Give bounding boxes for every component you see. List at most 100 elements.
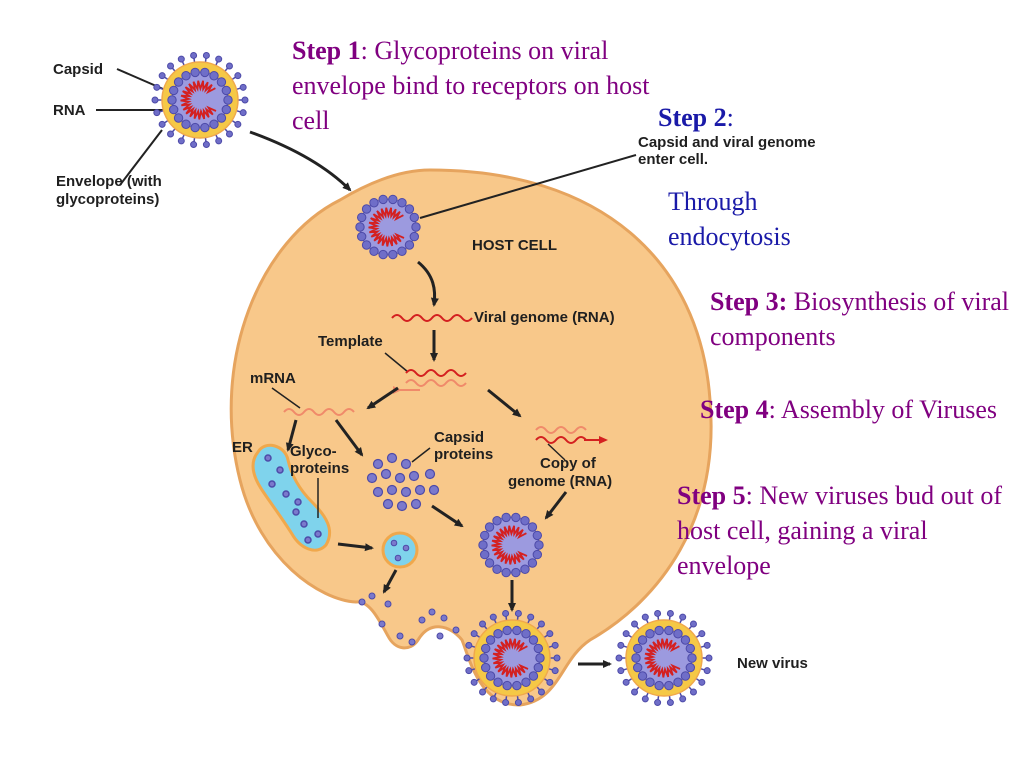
- step2-text: Step 2:: [658, 100, 734, 135]
- template-strand-red: [405, 369, 467, 377]
- capsid-protein-cluster: [366, 452, 440, 512]
- glycoprotein-knob: [158, 120, 166, 128]
- host-cell: [229, 168, 713, 707]
- capsomere: [404, 240, 415, 250]
- capsomere: [485, 635, 496, 645]
- capsomere: [520, 564, 530, 574]
- glycoprotein-knob: [239, 109, 247, 117]
- capsomere: [645, 629, 655, 639]
- capsomere: [492, 516, 502, 526]
- capsomere: [502, 680, 512, 691]
- host-cell-label: HOST CELL: [472, 237, 557, 254]
- step2-colon: :: [726, 103, 734, 132]
- glycoprotein-knob: [553, 654, 561, 662]
- endoplasmic-reticulum: [251, 443, 332, 552]
- step2-title: Step 2: [658, 103, 727, 132]
- glycoprotein-knob: [641, 613, 649, 621]
- capsomere: [168, 104, 179, 115]
- capsomere: [493, 677, 503, 687]
- vesicle-to-membrane-arrow: [382, 569, 398, 594]
- capsomere: [388, 194, 398, 205]
- glycoprotein-knob: [502, 609, 510, 617]
- capsomere: [654, 680, 664, 691]
- copy-to-assembly-arrow: [544, 491, 568, 520]
- capsomere: [645, 677, 655, 687]
- glycoprotein-knob: [703, 667, 711, 675]
- glycoprotein-knob: [489, 613, 497, 621]
- glycoprotein-knob: [514, 609, 522, 617]
- glycoprotein-knob: [654, 699, 662, 707]
- capsomere: [533, 662, 544, 673]
- viral-genome-rna: [391, 314, 473, 322]
- glycoprotein-knob: [190, 141, 198, 149]
- glycoprotein-knob: [679, 695, 687, 703]
- capsomere: [200, 122, 210, 133]
- glycoprotein-knob: [153, 109, 161, 117]
- capsomere: [654, 625, 664, 636]
- capsomere: [409, 212, 420, 223]
- glycoprotein-knob: [158, 72, 166, 80]
- assembled-virus: [478, 512, 544, 578]
- capsomere: [355, 222, 365, 232]
- transport-vesicle: [381, 531, 419, 569]
- vesicle-glycoproteins: [390, 539, 410, 562]
- capsomere: [200, 67, 210, 78]
- capsomere: [479, 653, 489, 663]
- step2-caption-line2: enter cell.: [638, 151, 709, 168]
- glycoprotein-knob: [617, 641, 625, 649]
- glycoprotein-knob: [689, 620, 697, 628]
- glycoprotein-knob: [215, 137, 223, 145]
- capsomere: [411, 222, 421, 232]
- capsomere: [397, 246, 407, 256]
- capsomere: [527, 558, 538, 568]
- mrna-to-capsid-arrow: [334, 419, 364, 457]
- step3-title: Step 3:: [710, 287, 788, 316]
- capsomere: [502, 625, 512, 636]
- capsomere: [631, 653, 641, 663]
- capsomere: [685, 662, 696, 673]
- capsomere: [527, 522, 538, 532]
- step5-text: Step 5: New viruses bud out of host cell…: [677, 478, 1017, 583]
- er-label: ER: [232, 439, 253, 456]
- glycoprotein-knob: [489, 695, 497, 703]
- glycoprotein-knob: [527, 613, 535, 621]
- glycoprotein-knob: [551, 641, 559, 649]
- step3-description: Biosynthesis of viral components: [710, 287, 1009, 351]
- step2-caption-line1: Capsid and viral genome: [638, 134, 816, 151]
- glycoprotein-knob: [215, 55, 223, 63]
- glycoprotein-knob: [470, 678, 478, 686]
- capsomere: [221, 85, 232, 96]
- capsomere: [167, 95, 177, 105]
- step4-title: Step 4: [700, 395, 769, 424]
- envelope-leader: [119, 129, 163, 186]
- capsomere: [478, 540, 488, 550]
- glycoprotein-knob: [551, 667, 559, 675]
- glycoprotein-knob: [654, 609, 662, 617]
- glycoprotein-knob: [514, 699, 522, 707]
- capsomere: [484, 522, 495, 532]
- capsomere: [190, 67, 200, 78]
- capsomere: [480, 643, 491, 654]
- glycoprotein-knob: [679, 613, 687, 621]
- capsomere: [512, 625, 522, 636]
- step4-text: Step 4: Assembly of Viruses: [700, 392, 1000, 427]
- outside-virus: [151, 51, 249, 149]
- mrna-strand: [283, 408, 355, 416]
- capsid-proteins-label-line1: Capsid: [434, 429, 484, 446]
- capsomere: [409, 231, 420, 242]
- er-glycoproteins: [264, 454, 322, 544]
- template-leader: [384, 352, 409, 373]
- capsomere: [511, 567, 521, 578]
- capsomere: [404, 204, 415, 214]
- capsomere: [378, 194, 388, 205]
- step1-title: Step 1: [292, 36, 361, 65]
- capsomere: [493, 629, 503, 639]
- glycoprotein-knob: [641, 695, 649, 703]
- glycoprotein-knob: [666, 699, 674, 707]
- viral-rna: [492, 638, 529, 678]
- new-virus-label: New virus: [737, 655, 808, 672]
- glycoprotein-knob: [703, 641, 711, 649]
- rna-label: RNA: [53, 102, 86, 119]
- capsomere: [533, 643, 544, 654]
